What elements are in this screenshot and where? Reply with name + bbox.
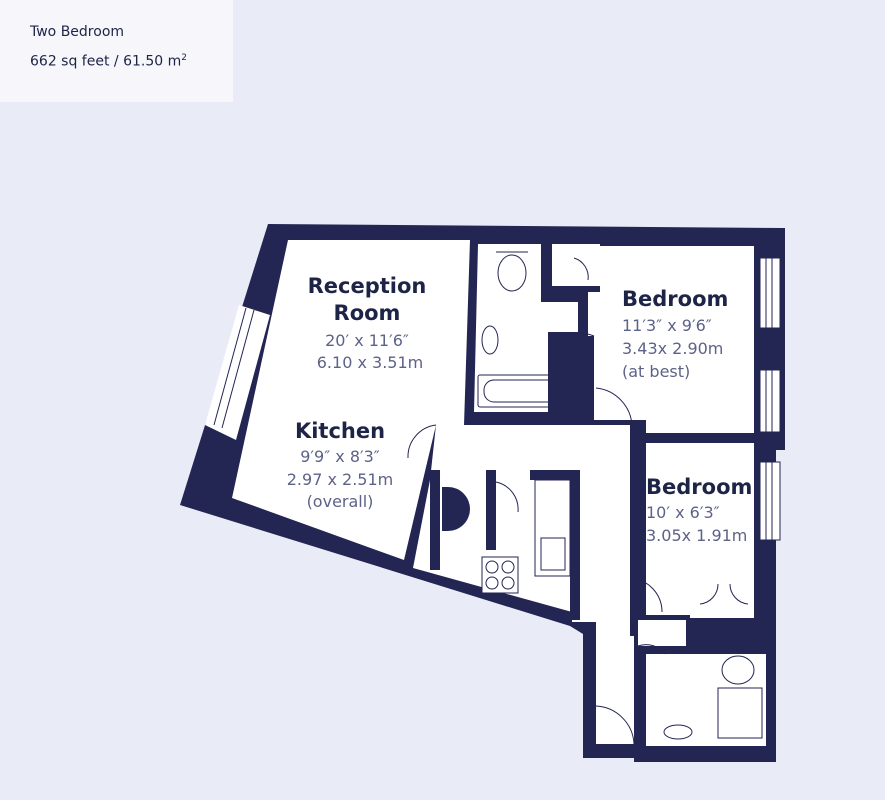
bathroom-fittings-top <box>477 251 577 408</box>
hob <box>481 556 519 594</box>
room-reception-name-2: Room <box>334 301 401 325</box>
room-reception-name-1: Reception <box>308 274 427 298</box>
bedroom-one-floor <box>588 246 754 433</box>
room-kitchen-name: Kitchen <box>295 419 385 443</box>
room-bedroom-two: Bedroom 10′ x 6′3″ 3.05x 1.91m <box>646 475 752 545</box>
wardrobe-bedroom-two <box>690 578 754 618</box>
room-bedroom-one: Bedroom 11′3″ x 9′6″ 3.43x 2.90m (at bes… <box>622 287 728 381</box>
door-swings <box>407 257 749 745</box>
room-reception: Reception Room 20′ x 11′6″ 6.10 x 3.51m <box>308 274 427 372</box>
room-reception-dim-imperial: 20′ x 11′6″ <box>325 331 409 350</box>
reception-kitchen-floor <box>232 240 470 560</box>
windows-right <box>759 257 781 541</box>
sink <box>540 537 566 571</box>
closet-floor <box>638 620 686 646</box>
plan-title: Two Bedroom <box>30 24 125 40</box>
area-text: 662 sq feet / 61.50 m2 <box>30 53 187 70</box>
kitchen-wall-d <box>570 470 580 620</box>
room-bedroom-one-dim-note: (at best) <box>622 362 690 381</box>
room-kitchen: Kitchen 9′9″ x 8′3″ 2.97 x 2.51m (overal… <box>287 419 393 511</box>
area-value: 662 sq feet / 61.50 m <box>30 53 182 70</box>
fridge <box>442 487 470 531</box>
wardrobe-top <box>552 244 600 286</box>
kitchen-wall-c <box>530 470 580 480</box>
room-bedroom-two-dim-imperial: 10′ x 6′3″ <box>646 503 720 522</box>
window-mullions <box>213 258 773 540</box>
room-bedroom-two-dim-metric: 3.05x 1.91m <box>646 526 747 545</box>
room-bedroom-two-name: Bedroom <box>646 475 752 499</box>
room-kitchen-dim-note: (overall) <box>307 492 374 511</box>
bathroom-fittings-bottom <box>663 655 763 740</box>
area-superscript: 2 <box>181 53 187 63</box>
kitchen-wall-b <box>486 470 496 550</box>
room-reception-dim-metric: 6.10 x 3.51m <box>317 353 423 372</box>
room-kitchen-dim-metric: 2.97 x 2.51m <box>287 470 393 489</box>
room-kitchen-dim-imperial: 9′9″ x 8′3″ <box>300 447 380 466</box>
room-bedroom-one-dim-imperial: 11′3″ x 9′6″ <box>622 316 712 335</box>
bathroom-two-floor <box>646 654 766 746</box>
info-box: Two Bedroom 662 sq feet / 61.50 m2 <box>0 0 233 102</box>
kitchen-wall-a <box>430 470 440 570</box>
bathroom-floor <box>474 244 578 412</box>
room-bedroom-one-dim-metric: 3.43x 2.90m <box>622 339 723 358</box>
room-bedroom-one-name: Bedroom <box>622 287 728 311</box>
